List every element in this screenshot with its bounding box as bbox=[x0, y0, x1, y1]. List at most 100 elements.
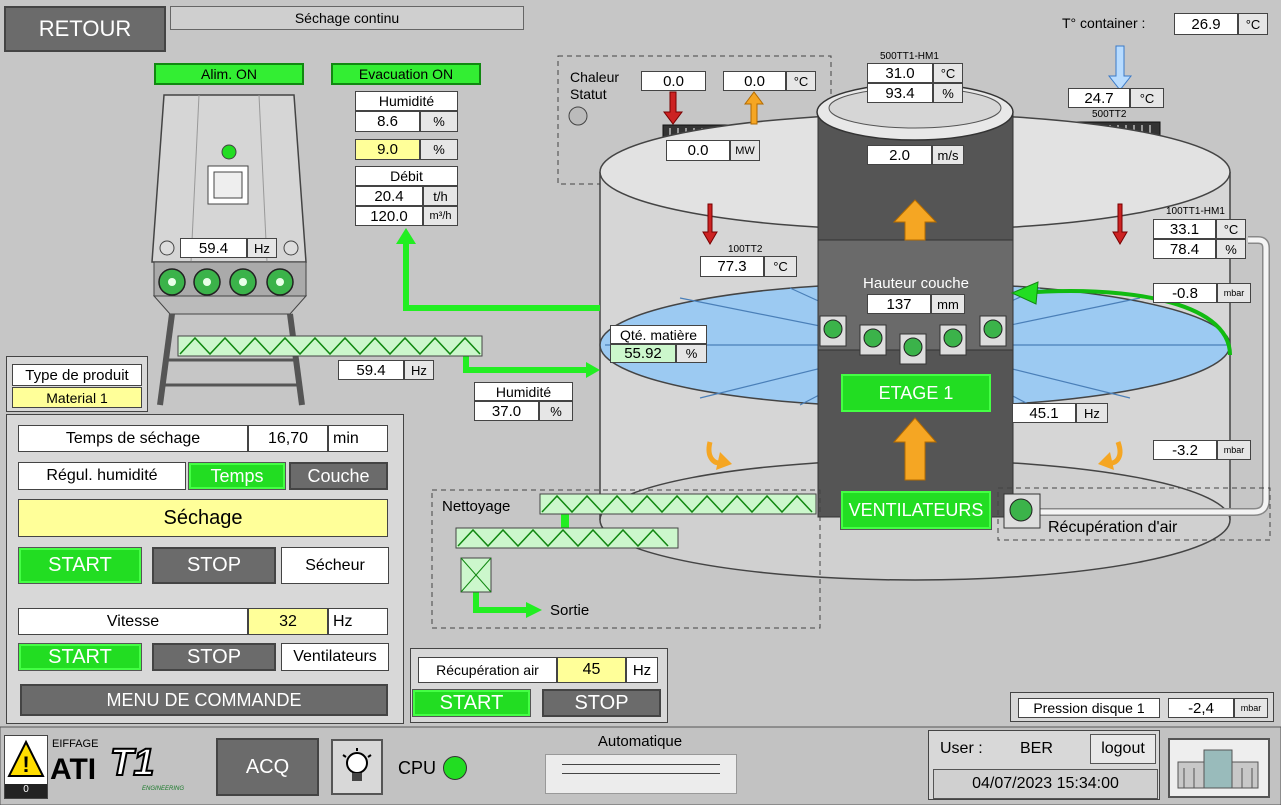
tt500-hm1-pct: 93.4 bbox=[867, 83, 933, 103]
alim-status: Alim. ON bbox=[154, 63, 304, 85]
etage-1-button[interactable]: ETAGE 1 bbox=[840, 373, 992, 413]
dryer-stop-button[interactable]: STOP bbox=[152, 547, 276, 584]
secheur-label: Sécheur bbox=[281, 547, 389, 584]
humidity-bottom-label: Humidité bbox=[474, 382, 573, 401]
nettoyage-label: Nettoyage bbox=[442, 498, 511, 515]
evac-status: Evacuation ON bbox=[331, 63, 481, 85]
container-temp-unit: °C bbox=[1238, 13, 1268, 35]
user-label: User : bbox=[940, 740, 983, 757]
mode-display bbox=[545, 754, 737, 794]
tt100-hm1-pct-unit: % bbox=[1216, 239, 1246, 259]
qty-label: Qté. matière bbox=[610, 325, 707, 344]
humidity-top-label: Humidité bbox=[355, 91, 458, 111]
recup-air-value[interactable]: 45 bbox=[557, 657, 626, 683]
heat-mw-unit: MW bbox=[730, 140, 760, 161]
lamp-test-button[interactable] bbox=[331, 739, 383, 795]
container-temp-value: 26.9 bbox=[1174, 13, 1238, 35]
regul-couche-button[interactable]: Couche bbox=[289, 462, 388, 490]
humidity-setpoint[interactable]: 9.0 bbox=[355, 139, 420, 160]
heat-mw-value: 0.0 bbox=[666, 140, 730, 161]
product-label: Type de produit bbox=[12, 364, 142, 386]
drying-time-value[interactable]: 16,70 bbox=[248, 425, 328, 452]
humidity-bottom-value: 37.0 bbox=[474, 401, 539, 421]
brand-engineering: ENGINEERING bbox=[142, 786, 185, 792]
plant-icon bbox=[1177, 749, 1259, 789]
tt500-hm1-pct-unit: % bbox=[933, 83, 963, 103]
debit-th-unit: t/h bbox=[423, 186, 458, 206]
disc-pressure-value: -2,4 bbox=[1168, 698, 1234, 718]
pressure-1-unit: mbar bbox=[1217, 283, 1251, 303]
warning-icon: ! bbox=[7, 739, 45, 777]
tt500-hm1-label: 500TT1-HM1 bbox=[880, 51, 939, 62]
air-speed-value: 2.0 bbox=[867, 145, 932, 165]
brand-t1: T1 bbox=[109, 741, 155, 785]
drying-time-label: Temps de séchage bbox=[18, 425, 248, 452]
page-title: Séchage continu bbox=[170, 6, 524, 30]
cpu-label: CPU bbox=[398, 758, 437, 778]
regul-label: Régul. humidité bbox=[18, 462, 186, 490]
heat-status-label: Chaleur Statut bbox=[570, 69, 620, 102]
tt500-hm1-c: 31.0 bbox=[867, 63, 933, 83]
ventilateurs-button[interactable]: VENTILATEURS bbox=[840, 490, 992, 530]
recup-stop-button[interactable]: STOP bbox=[542, 689, 661, 717]
debit-m3h-unit: m³/h bbox=[423, 206, 458, 226]
heat-v1-value: 0.0 bbox=[641, 71, 706, 91]
logout-button[interactable]: logout bbox=[1090, 734, 1156, 764]
alarm-count: 0 bbox=[5, 784, 47, 798]
layer-unit: mm bbox=[931, 294, 965, 314]
fan-hz-unit: Hz bbox=[1076, 403, 1108, 423]
humidity-top-unit: % bbox=[420, 111, 458, 132]
fans-start-button[interactable]: START bbox=[18, 643, 142, 671]
fans-stop-button[interactable]: STOP bbox=[152, 643, 276, 671]
mode-label: Automatique bbox=[597, 733, 683, 750]
humidity-setpoint-unit: % bbox=[420, 139, 458, 160]
layer-value: 137 bbox=[867, 294, 931, 314]
debit-label: Débit bbox=[355, 166, 458, 186]
layer-label: Hauteur couche bbox=[863, 275, 969, 292]
air-speed-unit: m/s bbox=[932, 145, 964, 165]
tt500-2-label: 500TT2 bbox=[1092, 109, 1127, 120]
ventilateurs-label: Ventilateurs bbox=[281, 643, 389, 671]
fan-hz-value: 45.1 bbox=[1012, 403, 1076, 423]
tt100-2-unit: °C bbox=[764, 256, 797, 277]
tt100-2-value: 77.3 bbox=[700, 256, 764, 277]
feeder-hz-unit: Hz bbox=[247, 238, 277, 258]
recup-label: Récupération d'air bbox=[1048, 519, 1178, 536]
regul-temps-button[interactable]: Temps bbox=[188, 462, 286, 490]
tt100-2-label: 100TT2 bbox=[728, 244, 763, 255]
disc-pressure-unit: mbar bbox=[1234, 698, 1268, 718]
drying-status: Séchage bbox=[18, 499, 388, 537]
humidity-top-value: 8.6 bbox=[355, 111, 420, 132]
tt500-hm1-c-unit: °C bbox=[933, 63, 963, 83]
recup-air-unit: Hz bbox=[626, 657, 658, 683]
heat-v2-value: 0.0 bbox=[723, 71, 786, 91]
qty-value: 55.92 bbox=[610, 344, 676, 363]
product-value[interactable]: Material 1 bbox=[12, 387, 142, 408]
svg-text:!: ! bbox=[22, 752, 29, 777]
speed-unit: Hz bbox=[328, 608, 388, 635]
sortie-label: Sortie bbox=[550, 602, 590, 619]
debit-m3h-value: 120.0 bbox=[355, 206, 423, 226]
dryer-start-button[interactable]: START bbox=[18, 547, 142, 584]
debit-th-value: 20.4 bbox=[355, 186, 423, 206]
recup-air-label: Récupération air bbox=[418, 657, 557, 683]
container-temp-label: T° container : bbox=[1062, 15, 1146, 31]
recup-start-button[interactable]: START bbox=[412, 689, 531, 717]
pressure-1-value: -0.8 bbox=[1153, 283, 1217, 303]
qty-unit: % bbox=[676, 344, 707, 363]
tt100-hm1-c: 33.1 bbox=[1153, 219, 1216, 239]
command-menu-button[interactable]: MENU DE COMMANDE bbox=[20, 684, 388, 716]
plant-overview-button[interactable] bbox=[1168, 738, 1270, 798]
drying-time-unit: min bbox=[328, 425, 388, 452]
brand-ati: ATI bbox=[50, 753, 97, 786]
pressure-2-unit: mbar bbox=[1217, 440, 1251, 460]
tt500-2-unit: °C bbox=[1130, 88, 1164, 108]
acq-button[interactable]: ACQ bbox=[216, 738, 319, 796]
screw-hz-value: 59.4 bbox=[338, 360, 404, 380]
speed-value[interactable]: 32 bbox=[248, 608, 328, 635]
tt500-2-value: 24.7 bbox=[1068, 88, 1130, 108]
alarm-button[interactable]: ! 0 bbox=[4, 735, 48, 799]
heat-v2-unit: °C bbox=[786, 71, 816, 91]
back-button[interactable]: RETOUR bbox=[4, 6, 166, 52]
brand-eiffage: EIFFAGE bbox=[52, 738, 99, 750]
